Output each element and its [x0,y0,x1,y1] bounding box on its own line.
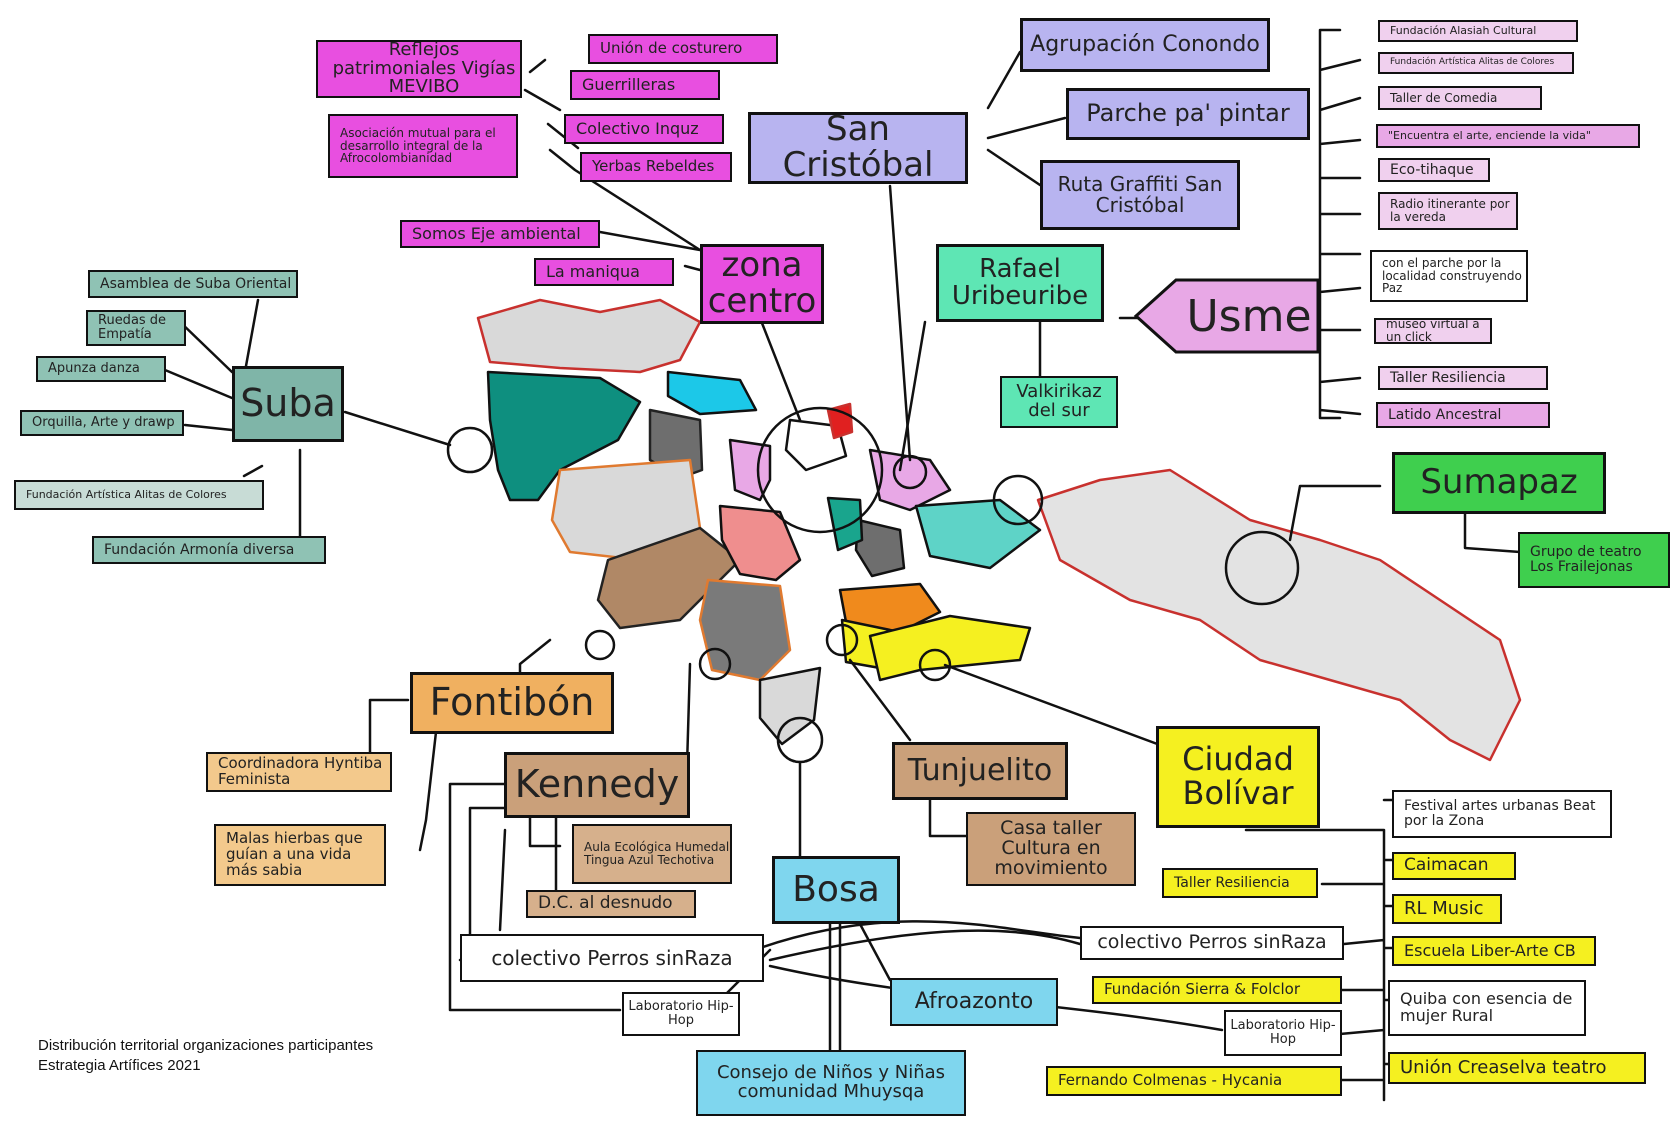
org-suba-2: Apunza danza [36,356,166,382]
locality-fontibon: Fontibón [410,672,614,734]
locality-suba: Suba [232,366,344,442]
org-sumapaz-0: Grupo de teatro Los Frailejonas [1518,532,1670,588]
org-centro-3: Guerrilleras [570,70,720,100]
kennedy-lines [448,662,692,1012]
map-engativa [666,370,758,416]
org-bosa-1: Consejo de Niños y Niñas comunidad Mhuys… [696,1050,966,1116]
org-kennedy-1: D.C. al desnudo [526,890,696,918]
sancristobal-lines [888,50,1067,462]
locality-circles [446,406,1300,764]
org-usme-8: Taller Resiliencia [1378,366,1548,390]
map-sumapaz [1036,468,1522,762]
locality-bosa: Bosa [772,856,900,924]
org-cbolivar-right-0: Festival artes urbanas Beat por la Zona [1392,790,1612,838]
map-suba [486,370,642,502]
suba-lines [163,298,452,542]
org-cbolivar-left-4: Fernando Colmenas - Hycania [1046,1066,1342,1096]
org-cbolivar-right-3: Escuela Liber-Arte CB [1392,936,1596,966]
org-suba-4: Fundación Artística Alitas de Colores [14,480,264,510]
org-usme-2: Taller de Comedia [1378,86,1542,110]
org-usme-1: Fundación Artística Alitas de Colores [1378,52,1574,74]
map-kennedy [596,526,742,630]
usme-arrow-shape [1133,278,1320,354]
map-usaquen [476,298,702,374]
locality-san-cristobal: San Cristóbal [748,112,968,184]
org-suba-3: Orquilla, Arte y drawp [20,410,184,436]
locality-ciudad-bolivar: Ciudad Bolívar [1156,726,1320,828]
map-ciudad-bolivar [868,614,1032,682]
org-usme-0: Fundación Alasiah Cultural [1378,20,1578,42]
org-bosa-0: Afroazonto [890,978,1058,1026]
org-tunjuelito-0: Casa taller Cultura en movimiento [966,812,1136,886]
caption-line-1: Distribución territorial organizaciones … [38,1037,374,1054]
org-fontibon-0: Coordinadora Hyntiba Feminista [206,752,392,792]
org-cbolivar-right-4: Quiba con esencia de mujer Rural [1388,980,1586,1036]
org-usme-9: Latido Ancestral [1376,402,1550,428]
org-cbolivar-left-3: Laboratorio Hip-Hop [1224,1010,1342,1056]
sumapaz-lines [1288,484,1522,554]
map-usme-map [838,582,942,634]
org-cbolivar-left-1: colectivo Perros sinRaza [1080,926,1344,960]
org-suba-1: Ruedas de Empatía [86,310,186,346]
locality-tunjuelito: Tunjuelito [892,742,1068,800]
org-centro-5: Yerbas Rebeldes [580,152,732,182]
map-san-cristobal [914,498,1042,570]
org-centro-4: Colectivo Inquz [564,114,724,144]
org-kennedy-0: Aula Ecológica Humedal Tingua Azul Techo… [572,824,732,884]
org-rafael-0: Valkirikaz del sur [1000,376,1118,428]
org-cbolivar-right-1: Caimacan [1392,852,1516,880]
caption-line-2: Estrategia Artífices 2021 [38,1057,201,1075]
caption: Distribución territorial organizaciones … [38,1036,458,1077]
bogota-map [476,298,1522,762]
locality-kennedy: Kennedy [504,752,690,818]
org-sancristobal-1: Parche pa' pintar [1066,88,1310,140]
locality-sumapaz: Sumapaz [1392,452,1606,514]
org-usme-6: con el parche por la localidad construye… [1370,250,1528,302]
map-bosa-south [758,666,822,746]
locality-rafael-uribe: Rafael Uribeuribe [936,244,1104,322]
org-centro-0: Reflejos patrimoniales Vigías MEVIBO [316,40,522,98]
org-cbolivar-right-2: RL Music [1392,894,1502,924]
map-martires [718,504,802,582]
org-centro-6: Somos Eje ambiental [400,220,600,248]
map-antonio-narino [826,496,864,552]
locality-usme: Usme [1186,290,1312,342]
org-kennedy-3: Laboratorio Hip-Hop [622,992,740,1036]
org-fontibon-1: Malas hierbas que guían a una vida más s… [214,824,386,886]
bosa-lines [718,760,892,1062]
org-usme-4: Eco-tihaque [1378,158,1490,182]
org-usme-5: Radio itinerante por la vereda [1378,192,1518,230]
org-centro-2: Unión de costurero [588,34,778,64]
org-usme-7: museo virtual a un click [1374,318,1492,344]
org-suba-5: Fundación Armonía diversa [92,536,326,564]
org-sancristobal-2: Ruta Graffiti San Cristóbal [1040,160,1240,230]
org-kennedy-2: colectivo Perros sinRaza [460,934,764,982]
org-cbolivar-left-0: Taller Resiliencia [1162,868,1318,898]
org-usme-3: "Encuentra el arte, enciende la vida" [1376,124,1640,148]
org-cbolivar-right-5: Unión Creaselva teatro [1388,1052,1646,1084]
org-centro-7: La maniqua [534,258,674,286]
org-sancristobal-0: Agrupación Conondo [1020,18,1270,72]
org-cbolivar-left-2: Fundación Sierra & Folclor [1092,976,1342,1004]
locality-zona-centro: zona centro [700,244,824,324]
map-bosa [698,578,792,682]
org-suba-0: Asamblea de Suba Oriental [88,270,298,298]
centro-lines [523,58,802,422]
map-teusaquillo [728,438,772,502]
org-centro-1: Asociación mutual para el desarrollo int… [328,114,518,178]
map-rafael [854,518,906,578]
